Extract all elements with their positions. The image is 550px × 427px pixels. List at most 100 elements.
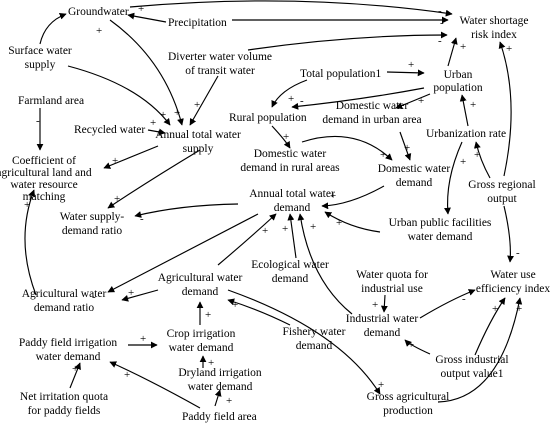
link-supply-coefficient: [103, 145, 159, 169]
link-agriratio-coefficient: [24, 189, 37, 296]
node-precipitation: Precipitation: [168, 17, 227, 29]
node-water-supply-demand-ratio: Water supply-demand ratio: [60, 211, 125, 237]
polarity-sign: +: [114, 193, 120, 205]
polarity-sign: +: [112, 155, 118, 167]
link-groundwater-shortage: [129, 0, 453, 17]
node-farmland-area: Farmland area: [18, 95, 84, 107]
link-ecological-annual: [287, 213, 297, 259]
link-industrial-efficiency: [419, 289, 476, 319]
link-totalpop-rural: [271, 79, 308, 108]
polarity-sign: -: [516, 247, 520, 259]
link-domestic-urban-domestic: [399, 131, 412, 161]
polarity-sign: +: [336, 217, 342, 229]
polarity-sign: +: [194, 99, 200, 111]
polarity-sign: -: [140, 213, 144, 225]
polarity-sign: +: [124, 369, 130, 381]
polarity-sign: +: [380, 149, 386, 161]
polarity-sign: +: [72, 363, 78, 375]
link-recycled-supply: [147, 128, 166, 136]
polarity-sign: -: [438, 5, 442, 17]
link-domestic-annual: [321, 185, 385, 210]
link-urban-domestic-urban: [395, 93, 431, 109]
link-urban-shortage: [447, 37, 458, 67]
link-precipitation-groundwater: [127, 12, 167, 23]
node-groundwater: Groundwater: [68, 6, 129, 18]
polarity-sign: -: [440, 17, 444, 29]
polarity-sign: +: [150, 117, 156, 129]
polarity-sign: +: [516, 303, 522, 315]
polarity-sign: +: [408, 59, 414, 71]
polarity-sign: +: [282, 223, 288, 235]
link-diverter-supply: [189, 75, 219, 126]
polarity-sign: +: [330, 190, 336, 202]
link-urbanization-urban: [459, 94, 469, 127]
link-grossind-efficiency: [474, 297, 506, 356]
node-layer: Groundwater Precipitation Water shortage…: [0, 6, 550, 423]
link-gross-efficiency: [503, 205, 514, 263]
polarity-layer: + - - + + + + - + + - + + + + + + + + + …: [24, 3, 522, 407]
polarity-sign: +: [160, 109, 166, 121]
polarity-sign: +: [205, 309, 211, 321]
polarity-sign: +: [474, 149, 480, 161]
polarity-sign: +: [460, 41, 466, 53]
polarity-sign: +: [288, 93, 294, 105]
link-surface-groundwater: [39, 12, 67, 45]
polarity-sign: +: [418, 95, 424, 107]
link-demand-ratio: [134, 203, 239, 218]
link-urbanization-urban-public: [444, 141, 463, 215]
polarity-sign: +: [128, 287, 134, 299]
polarity-sign: +: [506, 43, 512, 55]
node-paddy-field-area: Paddy field area: [182, 411, 257, 423]
node-rural-population: Rural population: [229, 112, 307, 124]
link-agri-agriratio: [121, 289, 159, 302]
link-paddyarea-paddy: [109, 361, 201, 409]
polarity-sign: -: [36, 115, 40, 127]
polarity-sign: +: [378, 379, 384, 391]
polarity-sign: +: [492, 303, 498, 315]
link-supply-ratio: [107, 149, 201, 209]
polarity-sign: +: [404, 142, 410, 154]
polarity-sign: +: [310, 221, 316, 233]
polarity-sign: +: [232, 299, 238, 311]
polarity-sign: +: [208, 357, 214, 369]
link-quota-industrial: [380, 294, 388, 313]
polarity-sign: +: [140, 333, 146, 345]
link-layer: [24, 0, 523, 409]
link-gross-urbanization: [473, 141, 491, 179]
link-domestic-rural-domestic: [301, 135, 393, 161]
polarity-sign: +: [372, 299, 378, 311]
node-urbanization-rate: Urbanization rate: [426, 128, 506, 140]
link-agri-grossagri: [227, 289, 381, 395]
polarity-sign: +: [283, 131, 289, 143]
polarity-sign: +: [24, 199, 30, 211]
link-fishery-agri: [227, 298, 291, 326]
polarity-sign: -: [438, 35, 442, 47]
node-total-population: Total population1: [300, 68, 382, 80]
link-netquota-paddy: [69, 362, 81, 389]
polarity-sign: +: [262, 225, 268, 237]
link-rural-domestic-rural: [271, 125, 291, 149]
link-totalpop-urban: [386, 69, 425, 77]
